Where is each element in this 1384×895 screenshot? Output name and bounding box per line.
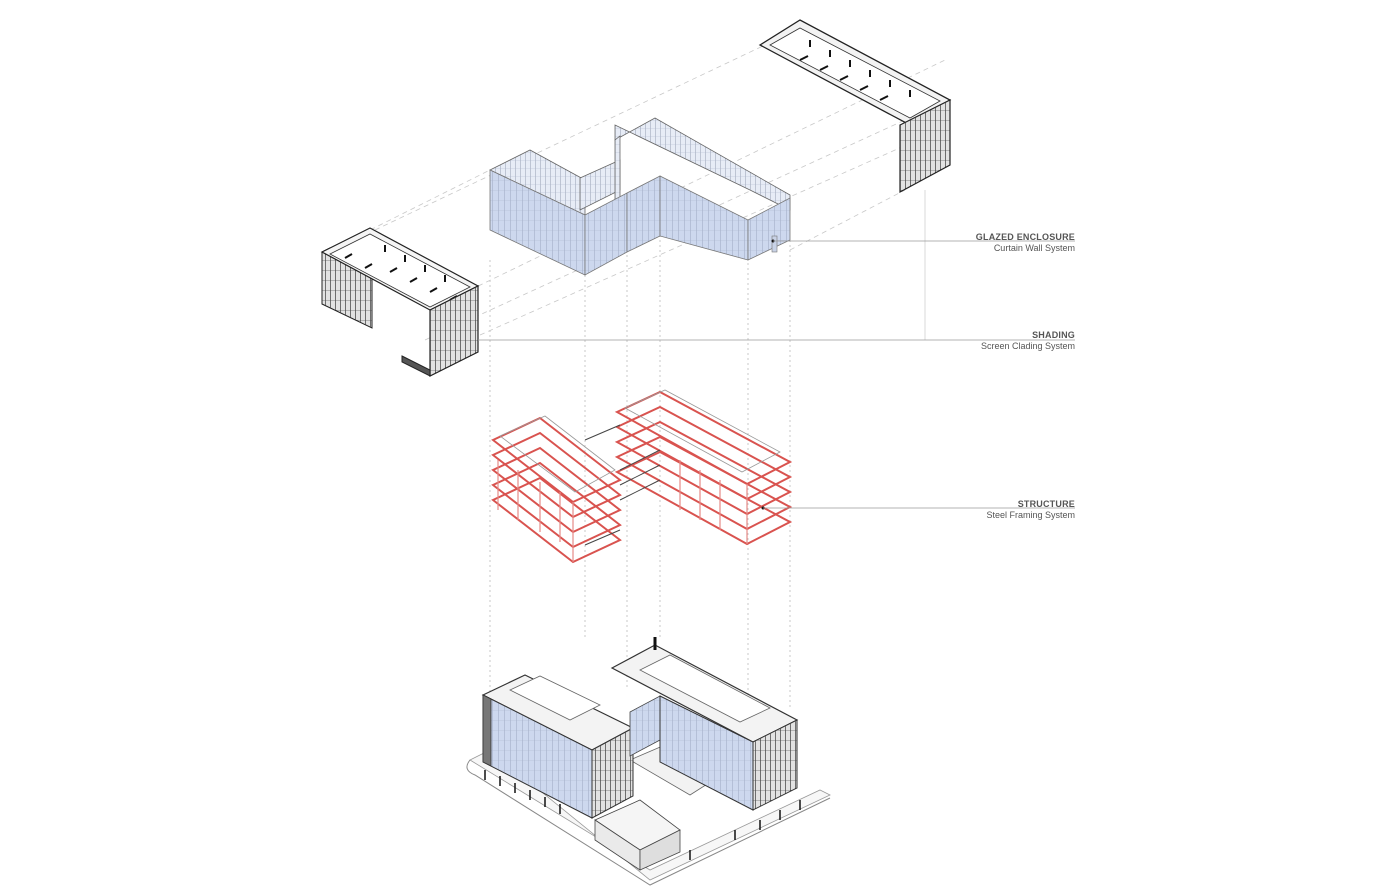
label-subtitle: Curtain Wall System bbox=[993, 243, 1075, 253]
shading-screen-left bbox=[320, 227, 480, 377]
leader-lines bbox=[478, 240, 1075, 509]
label-subtitle: Screen Clading System bbox=[980, 341, 1075, 351]
label-glazed-enclosure: GLAZED ENCLOSURE Curtain Wall System bbox=[855, 232, 1075, 254]
glazed-curtain-wall bbox=[489, 117, 791, 276]
label-structure: STRUCTURE Steel Framing System bbox=[855, 499, 1075, 521]
label-subtitle: Steel Framing System bbox=[986, 510, 1075, 520]
steel-structure bbox=[491, 389, 793, 564]
label-title: STRUCTURE bbox=[1017, 499, 1075, 509]
label-title: SHADING bbox=[1032, 330, 1075, 340]
vertical-guide-lines bbox=[489, 215, 791, 710]
assembled-building bbox=[466, 637, 831, 886]
label-title: GLAZED ENCLOSURE bbox=[975, 232, 1075, 242]
label-shading: SHADING Screen Clading System bbox=[855, 330, 1075, 352]
shading-screen-right bbox=[758, 19, 952, 194]
